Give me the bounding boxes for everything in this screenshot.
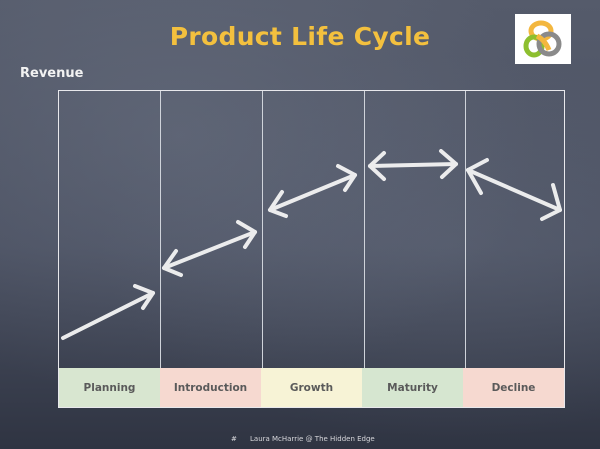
column-divider [262,91,263,369]
stage-labels-row: Planning Introduction Growth Maturity De… [59,368,564,407]
stage-growth: Growth [261,368,362,407]
interlinked-rings-logo-icon [523,20,562,58]
stage-planning: Planning [59,368,160,407]
page-number: # [231,435,237,443]
column-divider [465,91,466,369]
logo [515,14,571,64]
slide-title: Product Life Cycle [169,22,431,51]
stage-introduction: Introduction [160,368,261,407]
footer-credit: Laura McHarrie @ The Hidden Edge [250,435,375,443]
y-axis-label: Revenue [20,66,84,81]
life-cycle-chart: Planning Introduction Growth Maturity De… [58,90,565,408]
column-divider [160,91,161,369]
stage-maturity: Maturity [362,368,463,407]
stage-decline: Decline [463,368,564,407]
column-divider [364,91,365,369]
